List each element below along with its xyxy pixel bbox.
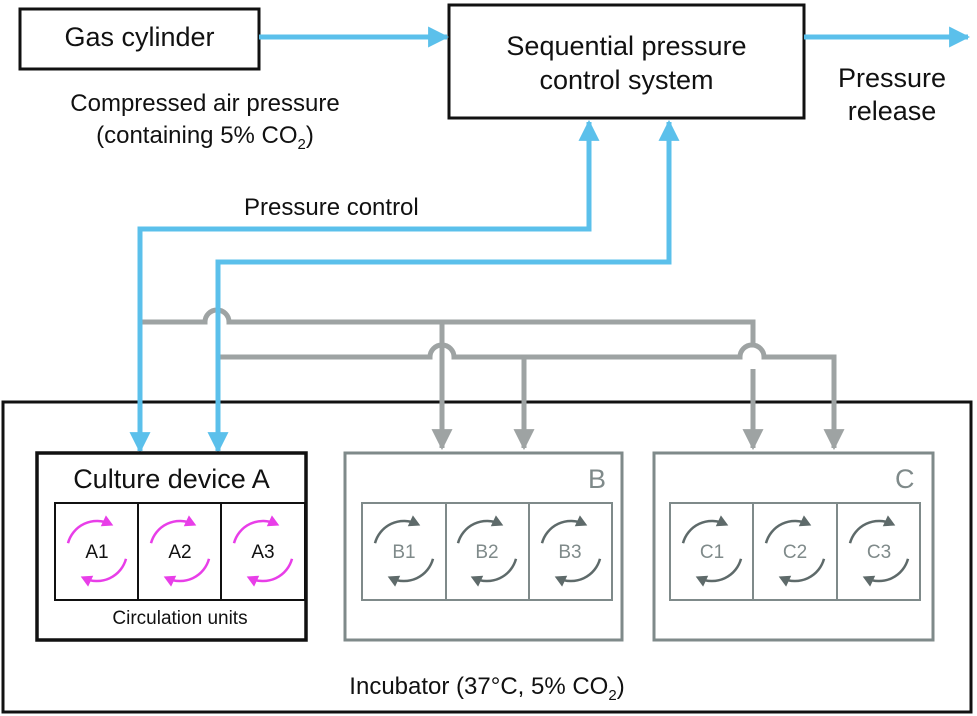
device-c-unit-grid: [669, 502, 921, 601]
circulation-arrows-icon: [848, 515, 910, 587]
circulation-arrows-icon: [66, 515, 128, 587]
gas-cylinder-box: [18, 7, 261, 71]
circulation-arrowhead: [778, 575, 792, 587]
unit-label-c2: C2: [782, 542, 808, 563]
circulation-arrowhead: [574, 515, 588, 527]
circulation-arrows-icon: [232, 515, 294, 587]
compressed-air-caption-line2: (containing 5% CO2): [96, 122, 314, 153]
circulation-arrows-icon: [540, 515, 602, 587]
circulation-arrows-icon: [373, 515, 435, 587]
circulation-arrows-icon: [681, 515, 743, 587]
incubator-label: Incubator (37°C, 5% CO2): [349, 673, 625, 704]
circulation-arrowhead: [80, 575, 94, 587]
unit-label-c1: C1: [699, 542, 725, 563]
device-a-unit-grid: [54, 502, 306, 601]
circulation-arrowhead: [183, 515, 197, 527]
circulation-arrowhead: [407, 515, 421, 527]
gas-cylinder-label: Gas cylinder: [64, 22, 215, 52]
culture-device-c-box: [652, 451, 935, 642]
culture-device-b-box: [343, 451, 624, 642]
circulation-icons: [66, 515, 910, 587]
circulation-arrowhead: [100, 515, 114, 527]
circulation-arrowhead: [246, 575, 260, 587]
compressed-air-caption-line1: Compressed air pressure: [70, 90, 340, 117]
unit-label-b3: B3: [558, 542, 582, 563]
circulation-arrowhead: [554, 575, 568, 587]
circulation-arrowhead: [490, 515, 504, 527]
circulation-arrowhead: [715, 515, 729, 527]
circulation-arrows-icon: [456, 515, 518, 587]
control-system-line1: Sequential pressure: [506, 31, 747, 61]
circulation-arrows-icon: [764, 515, 826, 587]
incubator-box: [1, 400, 973, 714]
unit-label-a1: A1: [85, 542, 109, 563]
pressure-release-line2: release: [847, 96, 937, 126]
circulation-arrowhead: [695, 575, 709, 587]
control-system-line2: control system: [539, 65, 714, 95]
control-system-box: [447, 3, 806, 120]
circulation-arrowhead: [882, 515, 896, 527]
pressure-control-label: Pressure control: [244, 194, 419, 221]
unit-label-a3: A3: [251, 542, 275, 563]
unit-label-b1: B1: [392, 542, 416, 563]
pressure-control-lines: [137, 150, 672, 420]
circulation-arrowhead: [470, 575, 484, 587]
unit-label-b2: B2: [475, 542, 499, 563]
unit-label-c3: C3: [866, 542, 892, 563]
pressure-release-line1: Pressure: [837, 63, 947, 93]
circulation-units-caption: Circulation units: [112, 608, 248, 629]
device-b-unit-grid: [361, 502, 613, 601]
device-a-title: Culture device A: [73, 464, 270, 494]
device-c-title: C: [895, 464, 915, 494]
circulation-arrowhead: [163, 575, 177, 587]
device-b-title: B: [588, 464, 607, 494]
unit-label-a2: A2: [168, 542, 192, 563]
circulation-arrowhead: [387, 575, 401, 587]
circulation-arrowhead: [266, 515, 280, 527]
grey-flow-lines: [140, 307, 837, 426]
circulation-arrows-icon: [149, 515, 211, 587]
circulation-arrowhead: [862, 575, 876, 587]
circulation-arrowhead: [798, 515, 812, 527]
